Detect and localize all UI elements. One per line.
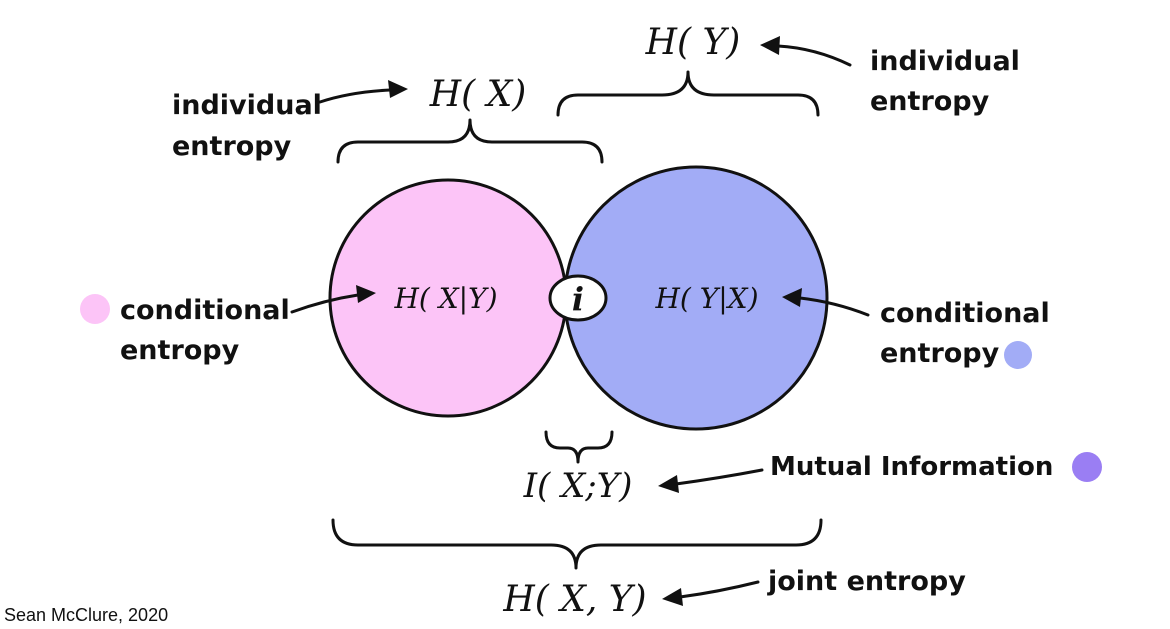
arrow-conditional-right bbox=[798, 296, 870, 317]
arrowhead-individual-left bbox=[388, 80, 408, 98]
conditional-entropy-right: conditional entropy bbox=[880, 298, 1059, 369]
arrow-conditional-left bbox=[290, 293, 360, 314]
joint-entropy-text: joint entropy bbox=[767, 566, 966, 597]
conditional-entropy-right-line2: entropy bbox=[880, 338, 1000, 369]
circle-y bbox=[565, 167, 827, 429]
brace-mutual-info bbox=[544, 430, 614, 464]
legend-dot-conditional-x bbox=[80, 294, 110, 324]
conditional-entropy-left-line1: conditional bbox=[120, 295, 290, 326]
h-x-label: H( X) bbox=[429, 74, 527, 115]
individual-entropy-left-line1: individual bbox=[172, 90, 322, 121]
conditional-entropy-left: conditional entropy bbox=[120, 295, 299, 366]
arrow-individual-right bbox=[776, 44, 852, 67]
legend-dot-conditional-y bbox=[1004, 341, 1032, 369]
individual-entropy-left-line2: entropy bbox=[172, 131, 292, 162]
individual-entropy-right-line2: entropy bbox=[870, 86, 990, 117]
individual-entropy-right-line1: individual bbox=[870, 46, 1020, 77]
joint-entropy-label: H( X, Y) bbox=[502, 579, 646, 620]
mutual-information-text: Mutual Information bbox=[770, 452, 1053, 482]
mutual-info-label: I( X;Y) bbox=[523, 466, 633, 506]
brace-h-x bbox=[336, 118, 604, 164]
mutual-info-badge bbox=[548, 274, 608, 322]
arrow-mutual-info bbox=[674, 468, 764, 486]
arrow-joint-entropy bbox=[678, 580, 760, 599]
arrowhead-joint-entropy bbox=[662, 588, 683, 606]
conditional-entropy-left-line2: entropy bbox=[120, 335, 240, 366]
arrowhead-individual-right bbox=[760, 36, 780, 55]
legend-dot-mutual-info bbox=[1072, 452, 1102, 482]
mutual-info-symbol: i bbox=[572, 280, 584, 318]
h-x-given-y-label: H( X|Y) bbox=[393, 282, 497, 315]
brace-h-y bbox=[556, 70, 820, 117]
h-y-label: H( Y) bbox=[645, 22, 741, 63]
arrowhead-mutual-info bbox=[658, 475, 679, 493]
individual-entropy-right: individual entropy bbox=[870, 46, 1029, 117]
arrow-individual-left bbox=[318, 88, 392, 104]
arrowhead-conditional-right bbox=[782, 288, 802, 307]
credit-text: Sean McClure, 2020 bbox=[4, 605, 168, 625]
conditional-entropy-right-line1: conditional bbox=[880, 298, 1050, 329]
arrowhead-conditional-left bbox=[356, 285, 376, 303]
individual-entropy-left: individual entropy bbox=[172, 90, 331, 162]
brace-joint bbox=[331, 518, 823, 570]
circle-x bbox=[330, 180, 566, 416]
h-y-given-x-label: H( Y|X) bbox=[654, 282, 758, 315]
